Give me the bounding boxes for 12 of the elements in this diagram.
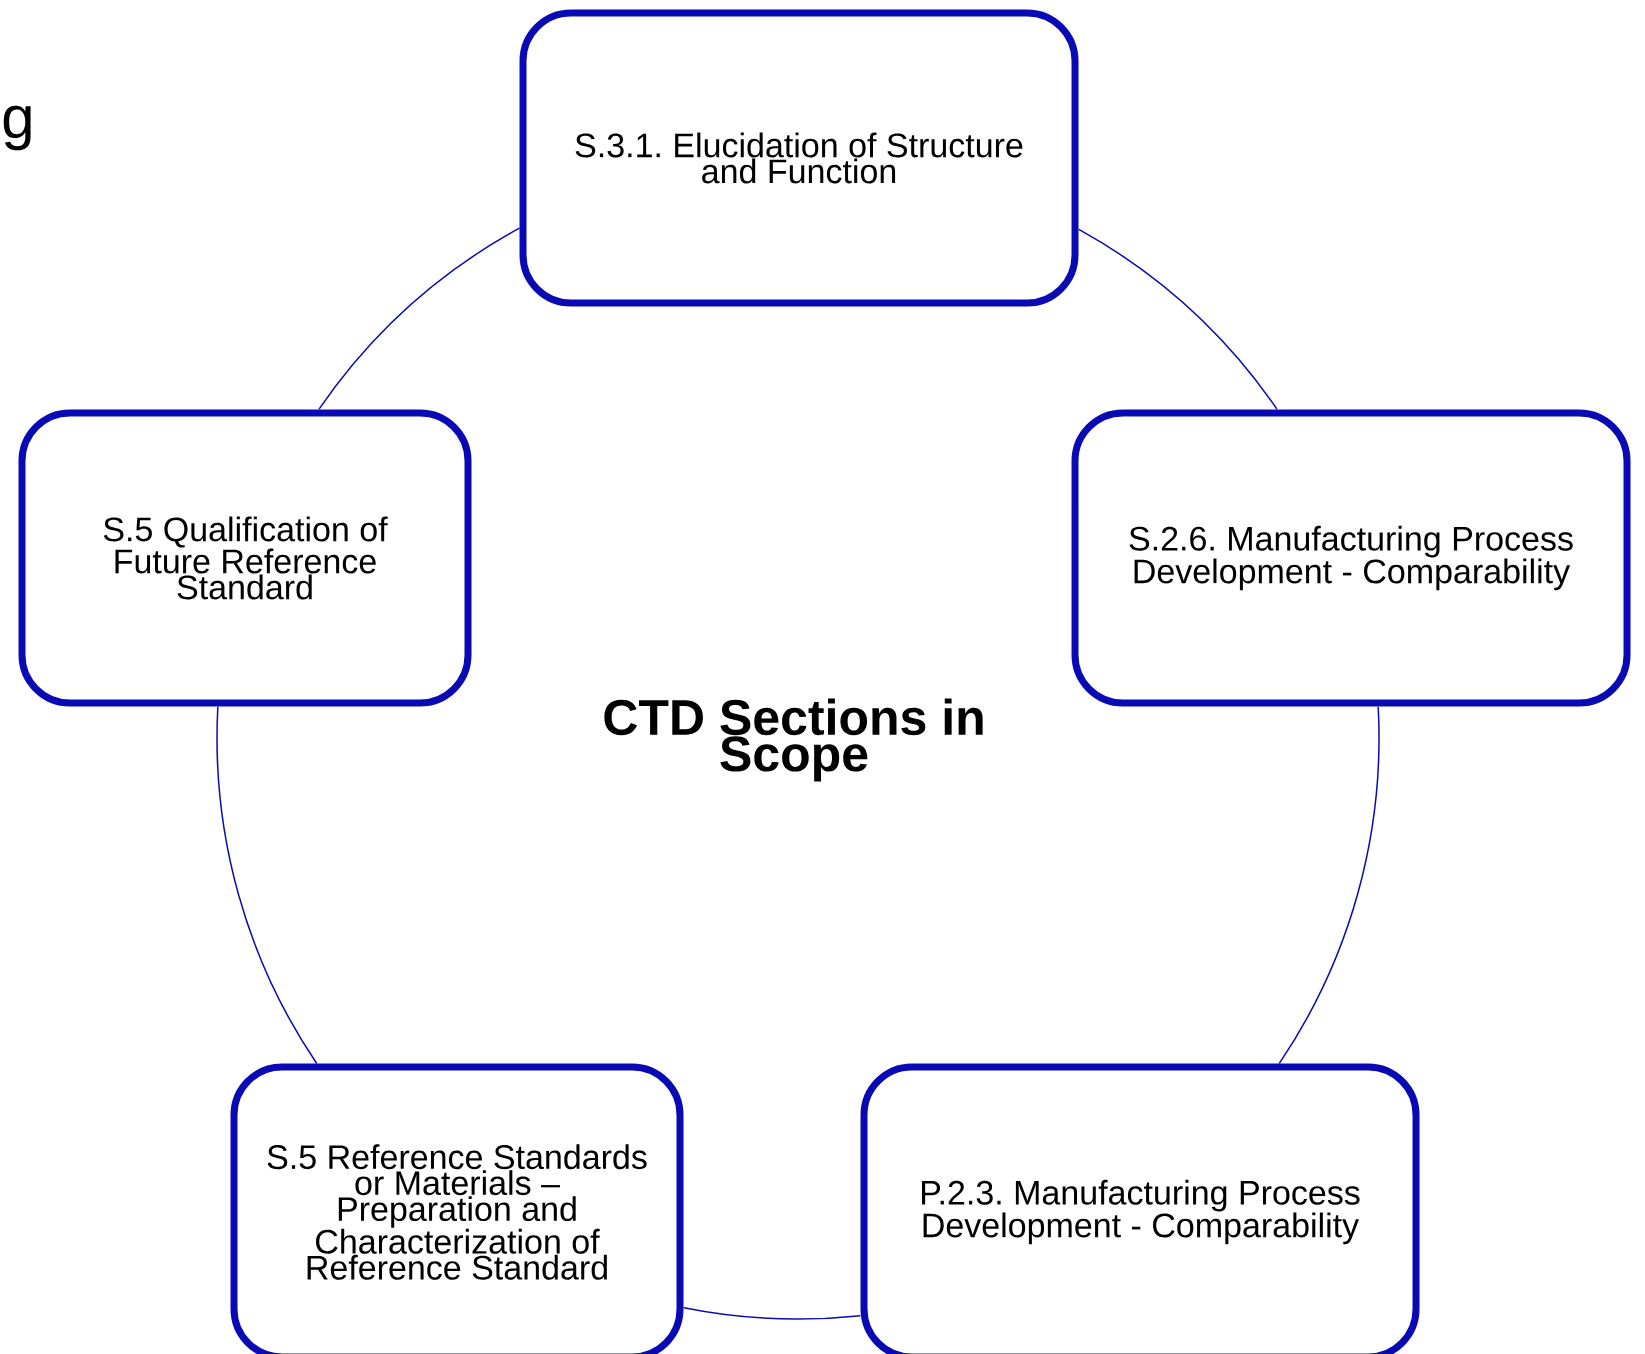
section-box: S.5 Qualification of Future Reference Standard — [18, 409, 472, 707]
connector-arc — [216, 706, 318, 1065]
center-title: CTD Sections in Scope — [604, 698, 983, 782]
section-box: S.3.1. Elucidation of Structure and Function — [519, 9, 1079, 307]
connector-arc — [318, 227, 521, 410]
connector-arc — [1078, 228, 1278, 410]
cut-off-heading: g — [3, 105, 31, 151]
section-box: S.5 Reference Standards or Materials – Preparation and Characterization of Reference Standard — [230, 1063, 684, 1354]
connector-arc — [683, 1306, 862, 1320]
connector-arc — [1278, 706, 1380, 1064]
section-box: S.2.6. Manufacturing Process Development - Comparability — [1071, 409, 1631, 707]
section-box: P.2.3. Manufacturing Process Development - Comparability — [860, 1063, 1420, 1354]
